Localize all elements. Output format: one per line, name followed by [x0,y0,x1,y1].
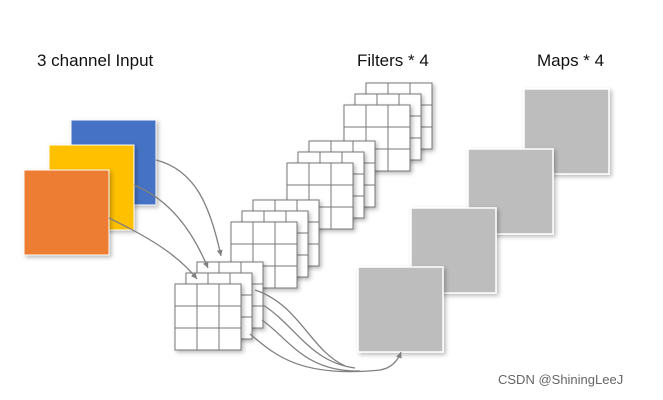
kernel-cell [286,162,310,186]
connection-arrow-4 [254,289,346,367]
kernel-cell [196,305,220,329]
filters-title: Filters * 4 [357,51,429,70]
kernel-cell [218,305,242,329]
connection-arrow-1 [155,159,223,257]
connection-arrow-2 [133,184,209,269]
kernel-cell [330,162,354,186]
kernel-cell [274,265,298,289]
kernel-cell [252,221,276,245]
kernel-cell [218,327,242,351]
kernel-cell [343,104,367,128]
kernel-cell [218,283,242,307]
arrows-group [108,159,402,373]
filter-1 [343,82,433,172]
kernel-cell [174,305,198,329]
input-channels [23,119,157,256]
maps-title: Maps * 4 [537,51,605,70]
kernel-cell [330,206,354,230]
connection-arrow-3 [108,217,198,280]
connection-arrow-6 [261,319,361,372]
orange-channel [23,169,110,256]
kernel-cell [308,162,332,186]
kernel-cell [196,283,220,307]
watermark: CSDN @ShiningLeeJ [498,372,624,387]
filter-4-kernel-3 [174,283,242,351]
feature-maps-group [357,88,610,353]
kernel-cell [274,221,298,245]
filter-1-kernel-3 [343,104,411,172]
kernel-cell [274,243,298,267]
connection-arrow-5 [262,304,356,369]
connection-arrow-7 [249,333,402,373]
kernel-cell [330,184,354,208]
filter-4 [174,261,264,351]
kernel-cell [387,126,411,150]
kernel-cell [174,327,198,351]
feature-map-4 [357,266,444,353]
kernel-cell [174,283,198,307]
kernel-cell [365,104,389,128]
input-title: 3 channel Input [37,51,154,70]
kernel-cell [387,148,411,172]
kernel-cell [230,221,254,245]
kernel-cell [196,327,220,351]
filters-group [174,82,433,351]
kernel-cell [387,104,411,128]
